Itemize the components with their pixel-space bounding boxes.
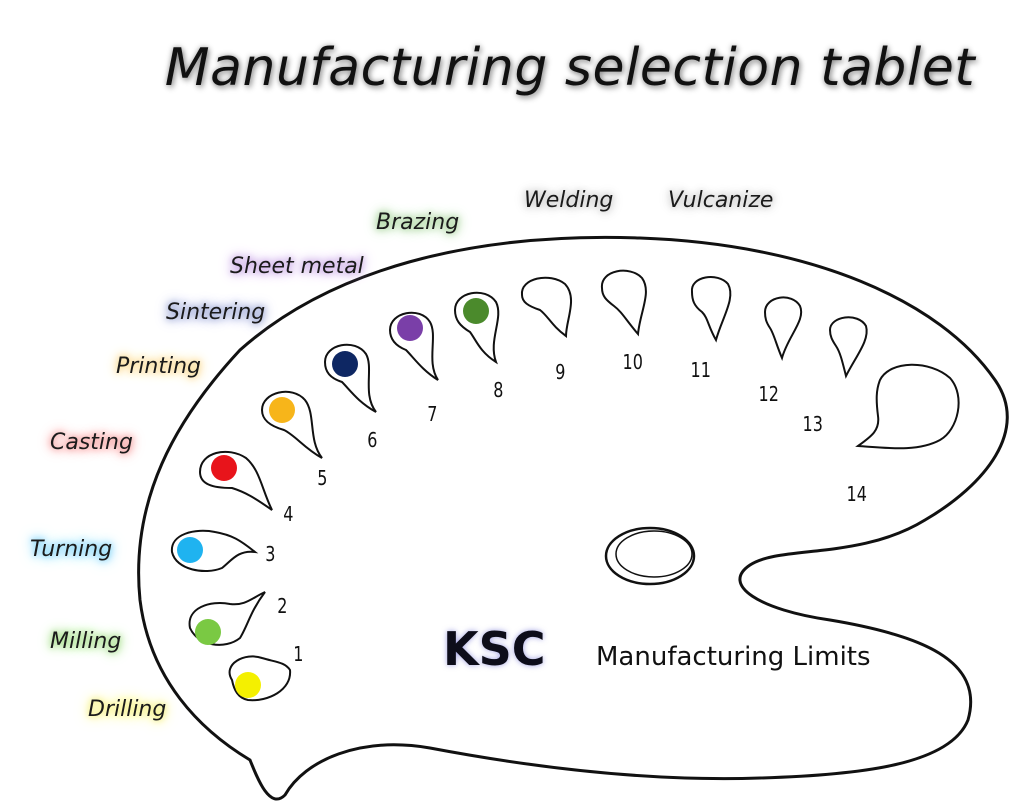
well-13 [828,316,868,379]
well-5 [260,390,323,459]
paint-dot[interactable] [177,537,203,563]
well-number: 14 [846,482,867,506]
well-number: 1 [293,642,304,666]
well-14 [855,363,960,450]
thumb-hole [604,526,696,586]
well-11 [690,276,732,343]
paint-dot[interactable] [235,672,261,698]
well-number: 12 [758,382,779,406]
well-3 [170,529,259,572]
well-number: 8 [493,378,504,402]
label-casting[interactable]: Casting [50,430,133,455]
thumb-hole-inner [615,530,693,578]
well-number: 5 [317,466,328,490]
label-turning[interactable]: Turning [30,537,113,562]
well-number: 11 [690,358,711,382]
well-9 [520,276,573,338]
paint-dot[interactable] [269,397,295,423]
well-number: 6 [367,428,378,452]
well-number: 2 [277,594,288,618]
palette-outline [137,235,1009,801]
well-2 [188,591,266,646]
diagram-subtitle: Manufacturing Limits [596,642,871,672]
paint-dot[interactable] [463,298,489,324]
paint-dot[interactable] [195,619,221,645]
page-title: Manufacturing selection tablet [164,38,976,98]
paint-dot[interactable] [397,315,423,341]
label-drilling[interactable]: Drilling [88,697,167,722]
well-number: 7 [427,402,438,426]
well-6 [323,343,377,413]
label-vulcanize[interactable]: Vulcanize [668,188,774,213]
well-10 [600,269,647,337]
well-number: 10 [622,350,643,374]
paint-dot[interactable] [332,351,358,377]
label-printing[interactable]: Printing [116,354,202,379]
well-1 [228,655,292,702]
label-milling[interactable]: Milling [50,629,122,654]
well-number: 9 [555,360,566,384]
label-brazing[interactable]: Brazing [376,210,460,235]
label-sintering[interactable]: Sintering [166,300,266,325]
well-number: 13 [802,412,823,436]
well-8 [453,291,500,365]
label-welding[interactable]: Welding [524,188,614,213]
brand-logo: KSC [443,622,546,676]
label-sheet-metal[interactable]: Sheet metal [230,254,364,279]
well-number: 3 [265,542,276,566]
well-number: 4 [283,502,294,526]
well-4 [198,450,273,511]
well-7 [388,311,439,381]
paint-dot[interactable] [211,455,237,481]
well-12 [763,296,803,362]
